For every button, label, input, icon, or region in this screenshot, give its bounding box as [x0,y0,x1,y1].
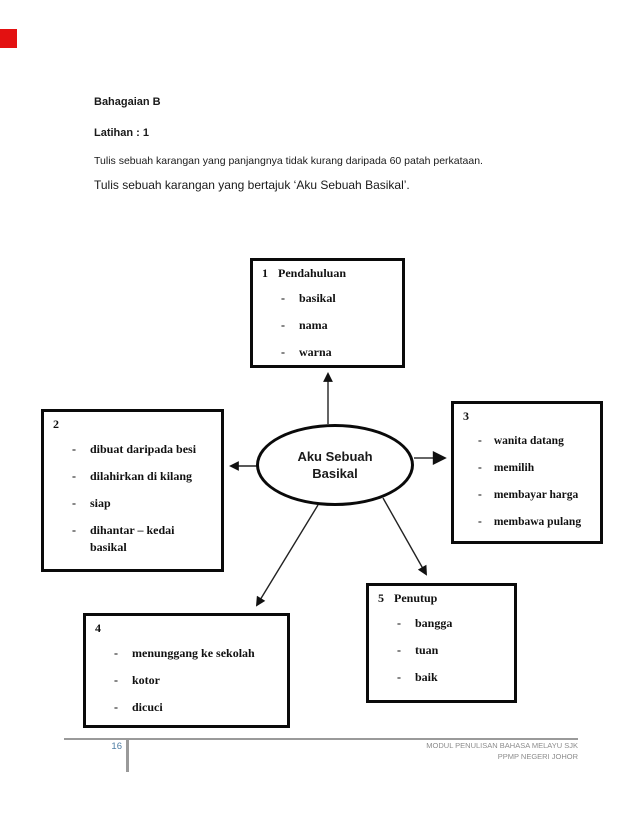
box-2-item: -dibuat daripada besi [44,441,221,458]
diagram-box-5-penutup: 5 Penutup -bangga -tuan -baik [366,583,517,703]
footer-divider [64,738,578,740]
diagram-box-3: 3 -wanita datang -memilih -membayar harg… [451,401,603,544]
box-2-number: 2 [53,417,59,431]
box-4-item-label: kotor [132,673,160,687]
box-4-number: 4 [95,621,101,635]
bullet-dash: - [397,643,401,657]
box-1-item-label: nama [299,318,328,332]
bullet-dash: - [281,318,285,332]
box-2-item-label: dilahirkan di kilang [90,469,193,483]
box-1-item: -nama [253,317,402,334]
red-corner-mark [0,29,17,48]
box-4-item: -menunggang ke sekolah [86,645,287,662]
box-3-item-label: membawa pulang [493,516,582,528]
box-2-item-label: dihantar – kedai basikal [90,523,175,554]
exercise-heading: Latihan : 1 [94,127,150,139]
bullet-dash: - [281,345,285,359]
box-1-item-label: basikal [299,291,336,305]
box-2-item-label: dibuat daripada besi [90,442,197,456]
bullet-dash: - [114,646,118,660]
footer-source: MODUL PENULISAN BAHASA MELAYU SJK PPMP N… [426,740,578,762]
box-4-item-label: menunggang ke sekolah [132,646,255,660]
box-2-item-label: siap [90,496,111,510]
diagram-center-node: Aku Sebuah Basikal [256,424,414,506]
box-1-item: -basikal [253,290,402,307]
box-4-heading: 4 [86,616,287,635]
box-3-item-label: wanita datang [493,435,564,447]
bullet-dash: - [397,616,401,630]
box-3-item-label: membayar harga [493,489,579,501]
section-heading: Bahagaian B [94,96,161,108]
box-5-heading: 5 Penutup [369,586,514,605]
box-3-number: 3 [463,409,469,423]
box-1-item: -warna [253,344,402,361]
bullet-dash: - [397,670,401,684]
box-1-item-label: warna [299,345,332,359]
footer-source-line2: PPMP NEGERI JOHOR [497,752,578,761]
bullet-dash: - [114,700,118,714]
bullet-dash: - [114,673,118,687]
box-2-item: -dilahirkan di kilang [44,468,221,485]
box-1-number: 1 [262,266,268,280]
box-3-item: -wanita datang [454,433,600,450]
diagram-box-4: 4 -menunggang ke sekolah -kotor -dicuci [83,613,290,728]
bullet-dash: - [72,469,76,483]
box-5-title: Penutup [394,591,438,605]
box-3-item: -membawa pulang [454,514,600,531]
page-number: 16 [111,741,122,752]
bullet-dash: - [72,496,76,510]
diagram-box-1-pendahuluan: 1 Pendahuluan -basikal -nama -warna [250,258,405,368]
box-3-heading: 3 [454,404,600,423]
bullet-dash: - [281,291,285,305]
footer-vertical-bar [126,739,129,772]
box-5-item: -tuan [369,642,514,659]
center-label-line2: Basikal [312,466,358,481]
box-5-item: -baik [369,669,514,686]
box-3-item-label: memilih [493,462,535,474]
box-3-item: -membayar harga [454,487,600,504]
connector-center-to-box4 [255,504,319,607]
box-1-title: Pendahuluan [278,266,347,280]
box-3-item: -memilih [454,460,600,477]
box-5-number: 5 [378,591,384,605]
footer-source-line1: MODUL PENULISAN BAHASA MELAYU SJK [426,741,578,750]
center-node-label: Aku Sebuah Basikal [297,448,372,482]
box-4-item: -dicuci [86,699,287,716]
box-4-item: -kotor [86,672,287,689]
box-5-item-label: baik [415,670,438,684]
bullet-dash: - [478,516,482,528]
box-5-item: -bangga [369,615,514,632]
bullet-dash: - [478,462,482,474]
box-2-item: -siap [44,495,221,512]
instruction-line-2: Tulis sebuah karangan yang bertajuk ‘Aku… [94,178,410,192]
box-4-item-label: dicuci [132,700,163,714]
bullet-dash: - [72,442,76,456]
box-2-heading: 2 [44,412,221,431]
bullet-dash: - [72,523,76,537]
box-2-item: -dihantar – kedai basikal [44,522,221,556]
connector-center-to-box5 [382,497,427,576]
bullet-dash: - [478,489,482,501]
diagram-box-2: 2 -dibuat daripada besi -dilahirkan di k… [41,409,224,572]
center-label-line1: Aku Sebuah [297,449,373,464]
instruction-line-1: Tulis sebuah karangan yang panjangnya ti… [94,155,483,167]
box-5-item-label: tuan [415,643,439,657]
box-5-item-label: bangga [415,616,453,630]
bullet-dash: - [478,435,482,447]
box-1-heading: 1 Pendahuluan [253,261,402,280]
